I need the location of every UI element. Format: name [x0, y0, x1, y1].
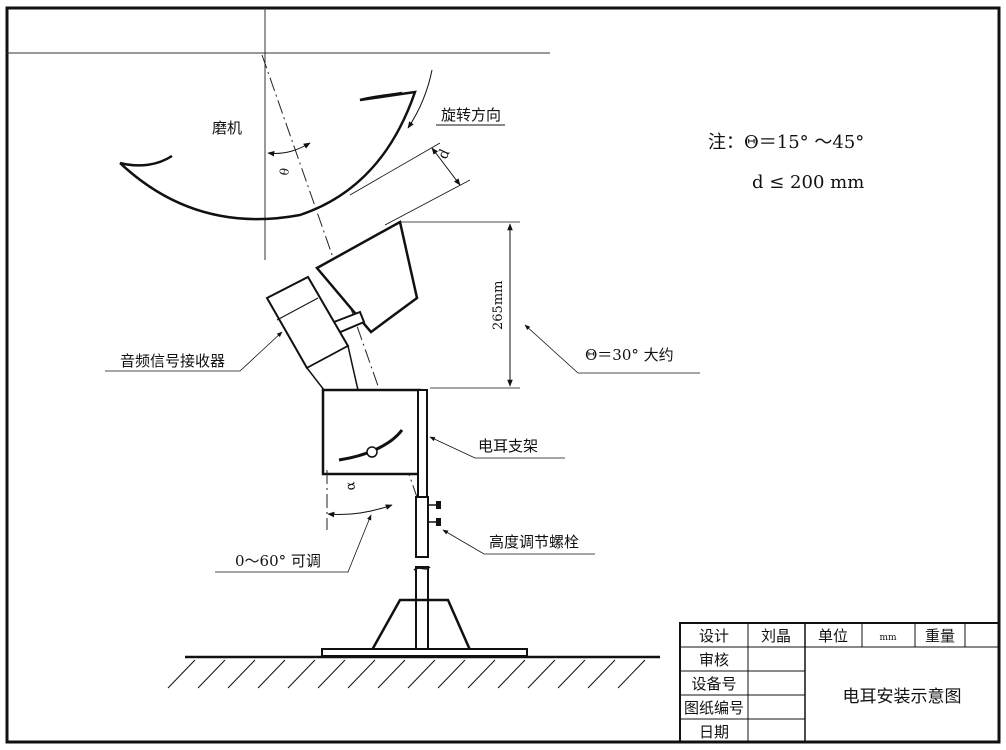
receiver-label: 音频信号接收器	[120, 352, 225, 370]
alpha-symbol: α	[343, 481, 359, 491]
d-symbol: d	[435, 147, 453, 162]
mill-shell	[119, 90, 417, 221]
note-line-2: d ≤ 200 mm	[752, 172, 864, 193]
d-dimension-line	[431, 147, 461, 186]
date-label: 日期	[699, 723, 729, 741]
drawing-title: 电耳安装示意图	[843, 687, 962, 707]
bolt-head-2	[436, 518, 441, 526]
height-rod-lower	[415, 566, 429, 653]
mill-shell-lip	[119, 154, 173, 167]
d-extension-line-1	[349, 142, 441, 196]
designer-name: 刘晶	[761, 627, 791, 645]
design-label: 设计	[699, 627, 729, 645]
bracket-plate	[321, 388, 422, 476]
theta-symbol: θ	[277, 167, 292, 177]
receiver-leader	[105, 331, 283, 372]
bolt-head-1	[436, 501, 441, 509]
alpha-arc	[327, 504, 393, 518]
angle-leader	[215, 514, 372, 573]
review-label: 审核	[699, 651, 729, 669]
break-mark	[413, 566, 431, 571]
bracket-upright	[417, 389, 428, 501]
height-rod-upper	[415, 496, 429, 558]
rotation-arrow	[407, 69, 433, 129]
angle-range-label: 0～60° 可调	[235, 552, 321, 570]
title-block	[679, 622, 1000, 743]
mill-label: 磨机	[212, 119, 242, 137]
ground-hatching	[167, 659, 646, 689]
receiver-seam	[276, 297, 319, 321]
theta-arc	[267, 142, 311, 157]
base-plate	[321, 648, 528, 657]
bolt-label: 高度调节螺栓	[489, 533, 579, 551]
dim-265-label: 265mm	[491, 281, 506, 330]
weight-label: 重量	[925, 627, 955, 645]
unit-label: 单位	[818, 627, 848, 645]
note-line-1: 注：Θ＝15° ～45°	[708, 132, 864, 153]
bolt-leader	[442, 529, 595, 555]
bracket-label: 电耳支架	[478, 437, 538, 455]
theta-approx-label: Θ＝30° 大约	[585, 346, 674, 364]
pivot-pin	[366, 446, 378, 458]
rotation-direction-label: 旋转方向	[441, 106, 501, 124]
bracket-leader	[429, 436, 565, 459]
d-extension-line-2	[384, 179, 471, 226]
drawing-no-label: 图纸编号	[684, 699, 744, 717]
stand-legs	[370, 598, 472, 651]
equipment-no-label: 设备号	[691, 675, 736, 693]
drawing-border	[5, 6, 1001, 744]
theta-leader	[524, 324, 700, 374]
sound-collector	[315, 220, 419, 334]
unit-value: mm	[879, 633, 897, 643]
